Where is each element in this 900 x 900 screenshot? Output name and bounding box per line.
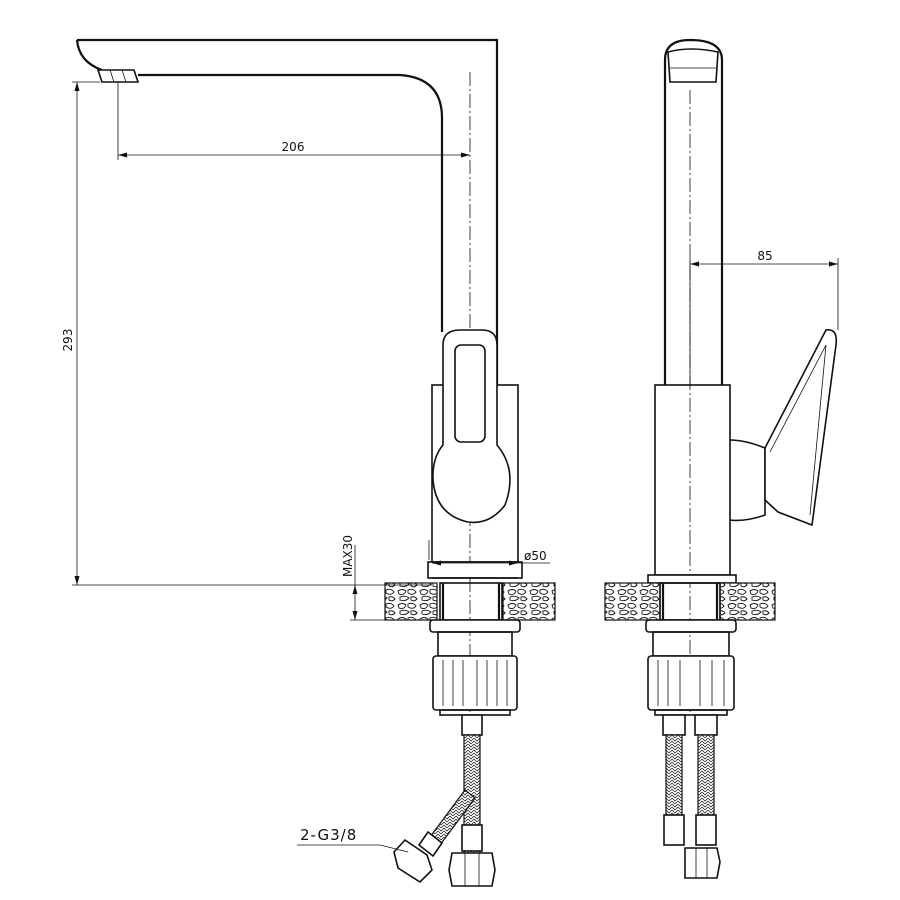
front-view: 206 293 MAX30 ø50 2-G3/8 xyxy=(61,38,556,887)
connection-callout: 2-G3/8 xyxy=(297,826,409,853)
base-flange xyxy=(427,561,523,579)
side-body xyxy=(654,384,731,576)
side-hose-left xyxy=(665,734,683,826)
side-countertop-left xyxy=(604,582,661,621)
side-spout xyxy=(663,38,724,385)
dimension-height: 293 xyxy=(61,81,432,586)
dimension-counter-thickness: MAX30 xyxy=(341,535,385,621)
dim-max30-label: MAX30 xyxy=(341,535,355,577)
hose-fitting xyxy=(461,714,483,736)
dim-diameter-label: ø50 xyxy=(524,549,547,563)
dim-height-label: 293 xyxy=(61,329,75,352)
side-aerator xyxy=(667,48,719,83)
handle-lever xyxy=(432,329,511,524)
side-countertop-right xyxy=(719,582,776,621)
side-handle-mount xyxy=(729,439,766,522)
countertop-right xyxy=(502,582,556,621)
dimension-base-diameter: ø50 xyxy=(428,540,550,566)
fixing-nut xyxy=(432,655,518,711)
aerator xyxy=(96,69,140,83)
mounting-shank xyxy=(439,582,503,621)
side-fixing-nut xyxy=(647,655,735,711)
dimension-reach: 206 xyxy=(117,82,470,160)
dim-handle-label: 85 xyxy=(757,249,772,263)
spout xyxy=(75,38,499,385)
side-hose-right xyxy=(697,734,715,826)
hose-nut xyxy=(448,852,496,887)
countertop-left xyxy=(384,582,438,621)
handle-slot xyxy=(454,344,486,443)
side-view: 85 xyxy=(604,38,839,879)
connection-label: 2-G3/8 xyxy=(300,826,357,844)
dim-reach-label: 206 xyxy=(282,140,305,154)
side-handle-lever xyxy=(764,328,838,527)
dimension-handle: 85 xyxy=(689,249,839,385)
fixing-washer xyxy=(429,619,521,633)
